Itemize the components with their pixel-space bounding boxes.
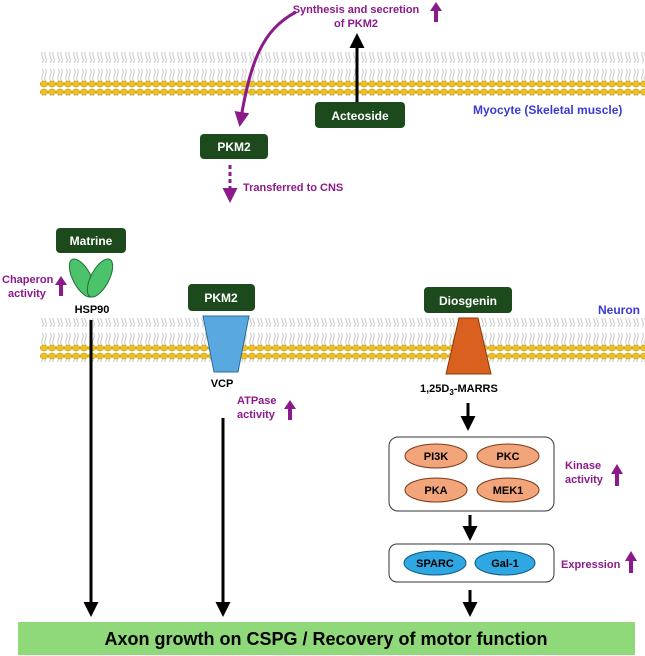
kinase-pka-label: PKA [424, 485, 447, 497]
sparc-label: SPARC [416, 558, 454, 570]
kinase-pkc [476, 443, 540, 469]
up-arrow-icon [284, 400, 296, 420]
hsp90-protein [68, 258, 114, 298]
neuron-pkm2-label: PKM2 [204, 291, 238, 305]
transferred-label: Transferred to CNS [243, 182, 343, 194]
marrs-suffix: -MARRS [454, 383, 498, 395]
expression-label: Expression [561, 559, 621, 571]
hsp90-label: HSP90 [75, 304, 110, 316]
outcome-label: Axon growth on CSPG / Recovery of motor … [104, 629, 547, 649]
kinase-mek1-label: MEK1 [493, 485, 524, 497]
synthesis-label-line2: of PKM2 [334, 18, 378, 30]
up-arrow-icon [55, 276, 67, 296]
myocyte-label: Myocyte (Skeletal muscle) [473, 103, 622, 117]
pkm2-secretion-curve [234, 10, 297, 127]
kinase-pkc-label: PKC [496, 451, 519, 463]
kinase-mek1 [476, 477, 540, 503]
myocyte-pkm2-box [200, 134, 268, 159]
kinase-pka [404, 477, 468, 503]
atpase-label-line1: ATPase [237, 395, 277, 407]
myocyte-pkm2-label: PKM2 [217, 140, 251, 154]
acteoside-label: Acteoside [331, 109, 389, 123]
marrs-prefix: 1,25D [420, 383, 449, 395]
atpase-label-line2: activity [237, 409, 276, 421]
neuron-pkm2-box [188, 284, 255, 311]
synthesis-label-line1: Synthesis and secretion [293, 4, 420, 16]
myocyte-membrane [40, 52, 645, 96]
marrs-subscript: 3 [449, 388, 454, 397]
neuron-label: Neuron [598, 303, 640, 317]
gal1-protein [474, 550, 536, 576]
vcp-protein [202, 315, 250, 373]
chaperon-label-line1: Chaperon [2, 274, 54, 286]
vcp-label: VCP [211, 378, 234, 390]
diosgenin-box [424, 287, 512, 313]
sparc-protein [403, 550, 467, 576]
up-arrow-icon [430, 2, 442, 22]
acteoside-box [315, 102, 405, 128]
neuron-membrane [40, 318, 645, 362]
outcome-bar [18, 622, 635, 655]
up-arrow-icon [625, 551, 637, 573]
gal1-label: Gal-1 [491, 558, 519, 570]
matrine-box [56, 228, 126, 253]
marrs-label: 1,25D3-MARRS [420, 383, 498, 397]
marrs-protein [445, 317, 492, 375]
diosgenin-label: Diosgenin [439, 294, 497, 308]
up-arrow-icon [611, 464, 623, 486]
chaperon-label-line2: activity [8, 288, 47, 300]
kinase-activity-line1: Kinase [565, 460, 601, 472]
kinase-pi3k-label: PI3K [424, 451, 449, 463]
kinase-activity-line2: activity [565, 474, 604, 486]
matrine-label: Matrine [70, 234, 113, 248]
kinase-pi3k [404, 443, 468, 469]
